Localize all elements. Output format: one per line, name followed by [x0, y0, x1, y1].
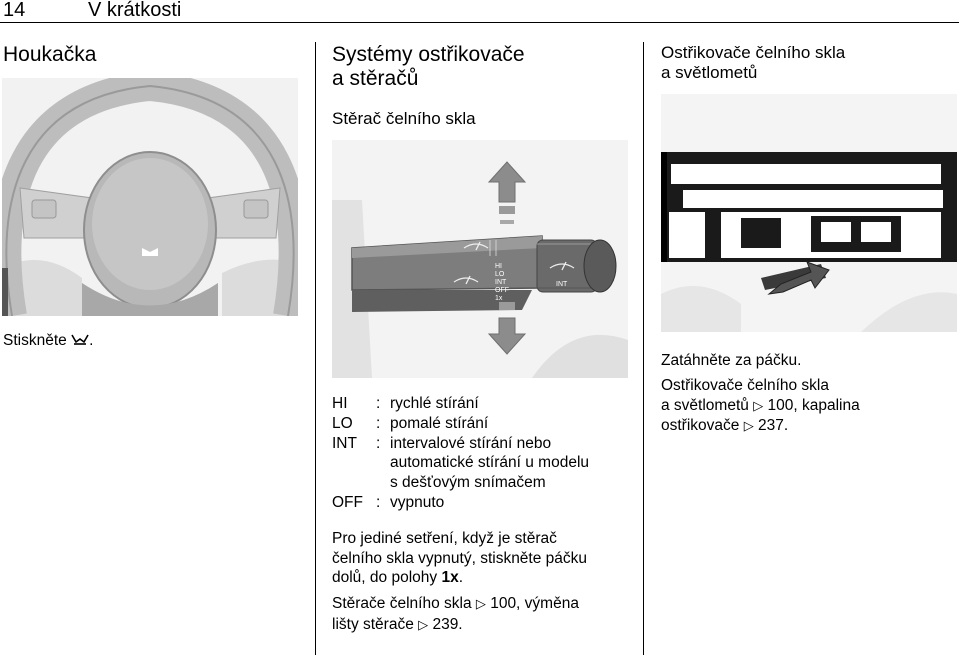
- lever-label-lo: LO: [495, 271, 505, 278]
- horn-instruction: Stiskněte .: [3, 331, 93, 351]
- term-value-line: vypnuto: [390, 493, 445, 511]
- term-int: INT : intervalové stírání nebo automatic…: [332, 434, 650, 493]
- wiper-lever-figure: HI LO INT OFF 1x INT: [332, 140, 628, 378]
- paragraph-line: lišty stěrače ▷ 239.: [332, 615, 642, 636]
- horn-instruction-end: .: [89, 332, 94, 349]
- paragraph-text: 100, výměna: [485, 595, 579, 612]
- term-colon: :: [376, 493, 381, 511]
- term-value-line: pomalé stírání: [390, 414, 489, 432]
- washer-heading-line2: a světlometů: [661, 63, 758, 82]
- paragraph-text: .: [458, 569, 464, 586]
- washer-lever-figure: [661, 94, 957, 332]
- paragraph-line: Pro jediné setření, když je stěrač: [332, 530, 557, 547]
- paragraph-line: čelního skla vypnutý, stiskněte páčku: [332, 549, 588, 567]
- lever-label-int: INT: [495, 279, 507, 286]
- wiper-systems-heading: Systémy ostřikovače a stěračů: [332, 43, 525, 91]
- position-1x: 1x: [441, 569, 459, 586]
- paragraph-text: 237.: [753, 417, 789, 434]
- horn-icon: [71, 334, 89, 345]
- paragraph-text: dolů, do polohy: [332, 569, 442, 586]
- wiper-systems-heading-line1: Systémy ostřikovače: [332, 43, 525, 66]
- single-wipe-paragraph: Pro jediné setření, když je stěrač čelní…: [332, 529, 642, 588]
- term-key: LO: [332, 414, 353, 432]
- wiper-lever-illustration: HI LO INT OFF 1x INT: [332, 140, 628, 378]
- paragraph-text: 100, kapalina: [763, 396, 860, 414]
- horn-symbol-icon: [142, 248, 158, 256]
- horn-heading: Houkačka: [3, 43, 97, 66]
- term-key: INT: [332, 434, 357, 452]
- term-value: pomalé stírání: [390, 414, 650, 434]
- term-value-line: s dešťovým snímačem: [390, 474, 546, 492]
- term-value-line: intervalové stírání nebo: [390, 434, 552, 452]
- term-off: OFF : vypnuto: [332, 493, 650, 513]
- wiper-reference-paragraph: Stěrače čelního skla ▷ 100, výměna lišty…: [332, 594, 642, 635]
- paragraph-line: Stěrače čelního skla ▷ 100, výměna: [332, 594, 642, 615]
- term-value-line: rychlé stírání: [390, 395, 479, 412]
- paragraph-line: ostřikovače ▷ 237.: [661, 416, 957, 437]
- washer-heading-line1: Ostřikovače čelního skla: [661, 43, 846, 62]
- page-reference-icon[interactable]: ▷: [743, 419, 754, 434]
- paragraph-line: a světlometů ▷ 100, kapalina: [661, 396, 957, 417]
- column-divider-right: [643, 42, 644, 655]
- section-title: V krátkosti: [88, 0, 182, 21]
- term-key: HI: [332, 395, 348, 412]
- term-hi: HI : rychlé stírání: [332, 394, 650, 414]
- term-value-line: automatické stírání u modelu: [390, 454, 590, 472]
- header-rule: [0, 22, 959, 23]
- paragraph-line: Ostřikovače čelního skla: [661, 377, 829, 394]
- paragraph-line: dolů, do polohy 1x.: [332, 568, 642, 588]
- page-reference-icon[interactable]: ▷: [418, 617, 429, 633]
- washer-heading: Ostřikovače čelního skla a světlometů: [661, 43, 845, 83]
- term-value: vypnuto: [390, 493, 650, 513]
- washer-reference-paragraph: Ostřikovače čelního skla a světlometů ▷ …: [661, 376, 957, 437]
- term-colon: :: [376, 434, 381, 452]
- page-reference-icon[interactable]: ▷: [475, 597, 486, 612]
- paragraph-text: Stěrače čelního skla: [332, 595, 476, 612]
- windscreen-wiper-subheading: Stěrač čelního skla: [332, 109, 476, 128]
- wiper-terms-list: HI : rychlé stírání LO : pomalé stírání …: [332, 394, 650, 513]
- page-number: 14: [3, 0, 26, 21]
- column-divider-left: [315, 42, 316, 655]
- term-value: intervalové stírání nebo automatické stí…: [390, 434, 650, 493]
- washer-icon: [453, 275, 479, 285]
- lever-ring-label: INT: [556, 281, 568, 288]
- wiper-icon: [463, 241, 489, 251]
- paragraph-text: lišty stěrače: [332, 615, 419, 633]
- lever-label-1x: 1x: [495, 295, 503, 302]
- steering-wheel-illustration: [2, 78, 298, 316]
- horn-instruction-text: Stiskněte: [3, 332, 67, 349]
- lever-label-hi: HI: [495, 263, 502, 270]
- term-value: rychlé stírání: [390, 394, 650, 414]
- paragraph-text: a světlometů: [661, 396, 754, 414]
- paragraph-text: 239.: [428, 615, 463, 633]
- pull-lever-instruction: Zatáhněte za páčku.: [661, 352, 802, 369]
- paragraph-text: ostřikovače: [661, 417, 744, 434]
- wiper-systems-heading-line2: a stěračů: [332, 67, 419, 90]
- term-colon: :: [376, 395, 381, 412]
- steering-wheel-figure: [2, 78, 298, 316]
- lever-label-off: OFF: [495, 287, 509, 294]
- term-key: OFF: [332, 493, 363, 511]
- washer-lever-illustration: [661, 94, 957, 332]
- term-lo: LO : pomalé stírání: [332, 414, 650, 434]
- rain-sensor-icon: [549, 261, 575, 271]
- page-reference-icon[interactable]: ▷: [753, 398, 764, 414]
- term-colon: :: [376, 414, 381, 432]
